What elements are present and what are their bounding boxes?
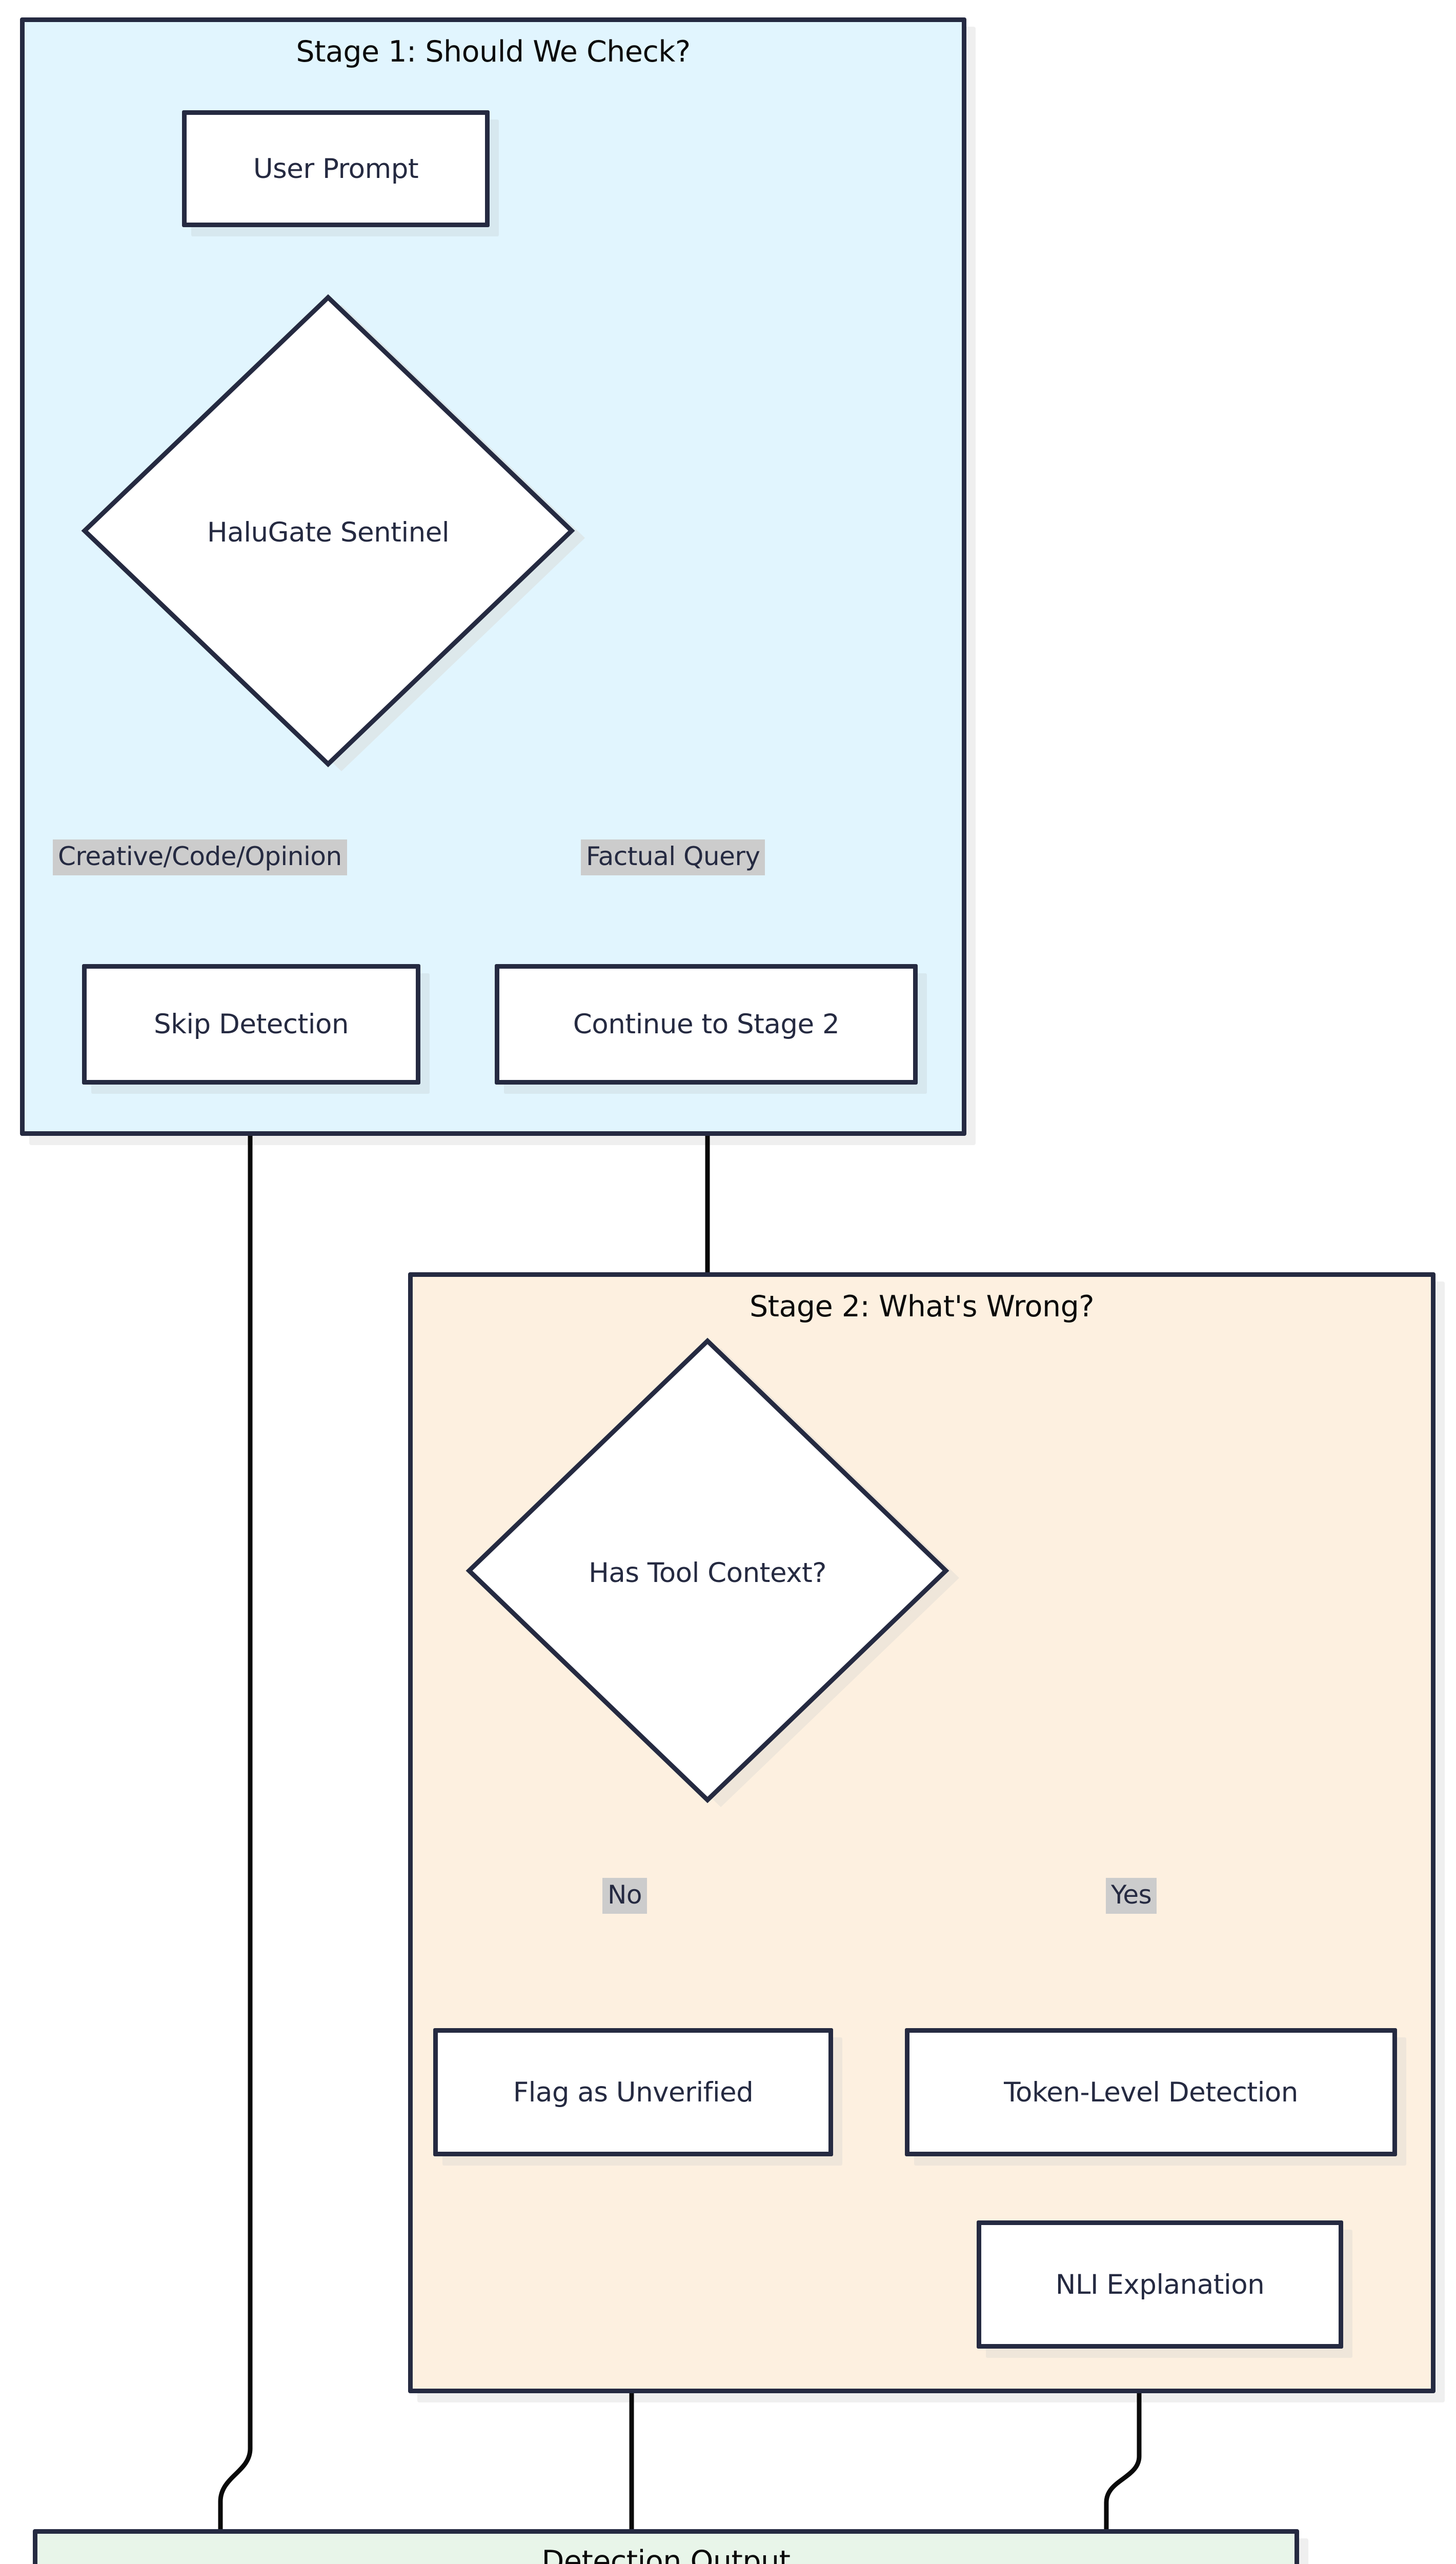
has-tool-context-diamond-shape bbox=[466, 1337, 959, 1807]
node-skip-detection-label: Skip Detection bbox=[153, 1009, 349, 1040]
halugate-sentinel-diamond-shape bbox=[81, 294, 585, 771]
edge-label-creative-code-opinion: Creative/Code/Opinion bbox=[53, 839, 347, 875]
node-continue-to-stage-2[interactable]: Continue to Stage 2 bbox=[495, 964, 918, 1085]
node-user-prompt-label: User Prompt bbox=[253, 153, 419, 185]
node-flag-as-unverified[interactable]: Flag as Unverified bbox=[433, 2028, 833, 2156]
edge-label-factual-query: Factual Query bbox=[581, 839, 765, 875]
node-flag-as-unverified-label: Flag as Unverified bbox=[513, 2076, 754, 2108]
node-has-tool-context-label: Has Tool Context? bbox=[589, 1557, 826, 1589]
cluster-stage-1-title: Stage 1: Should We Check? bbox=[296, 35, 691, 69]
node-token-level-detection[interactable]: Token-Level Detection bbox=[905, 2028, 1397, 2156]
node-nli-explanation-label: NLI Explanation bbox=[1055, 2269, 1265, 2300]
node-token-level-detection-label: Token-Level Detection bbox=[1004, 2076, 1298, 2108]
cluster-detection-output bbox=[33, 2529, 1299, 2564]
node-user-prompt[interactable]: User Prompt bbox=[182, 110, 490, 227]
cluster-stage-2-title: Stage 2: What's Wrong? bbox=[749, 1290, 1095, 1324]
edge-label-yes: Yes bbox=[1106, 1878, 1157, 1914]
edge-label-no: No bbox=[602, 1878, 647, 1914]
node-has-tool-context[interactable]: Has Tool Context? bbox=[459, 1331, 959, 1810]
edge-skip-detection-to-pass-through bbox=[218, 1087, 253, 2564]
cluster-stage-2 bbox=[408, 1272, 1435, 2393]
node-halugate-sentinel-label: HaluGate Sentinel bbox=[207, 517, 450, 548]
cluster-detection-output-title: Detection Output bbox=[541, 2545, 791, 2564]
edge-nli-explanation-to-detailed-report bbox=[1104, 2351, 1142, 2564]
node-skip-detection[interactable]: Skip Detection bbox=[82, 964, 420, 1085]
node-nli-explanation[interactable]: NLI Explanation bbox=[977, 2220, 1343, 2349]
node-continue-to-stage-2-label: Continue to Stage 2 bbox=[573, 1009, 840, 1040]
node-halugate-sentinel[interactable]: HaluGate Sentinel bbox=[74, 287, 585, 774]
